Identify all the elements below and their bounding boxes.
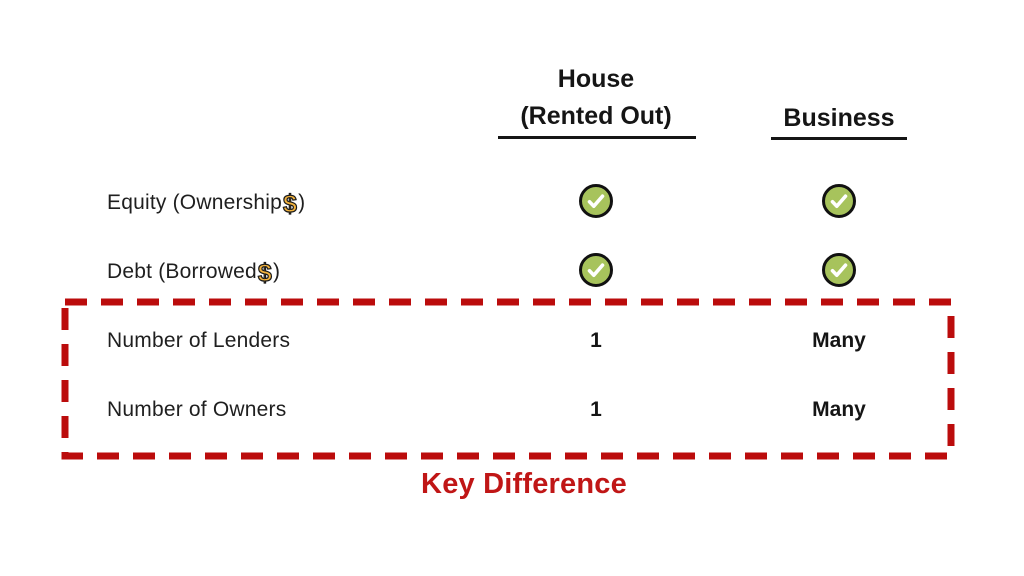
table-row-owners: Number of Owners 1 Many: [0, 392, 1024, 428]
row-label-owners: Number of Owners: [107, 398, 287, 421]
cell-debt-house: [496, 253, 696, 290]
table-row-debt: Debt (Borrowed$): [0, 253, 1024, 290]
column-header-house-line1: House: [557, 65, 635, 93]
cell-equity-business: [769, 184, 909, 221]
column-header-house: House (Rented Out): [486, 61, 706, 135]
key-difference-caption: Key Difference: [421, 468, 627, 500]
cell-lenders-business: Many: [812, 329, 866, 352]
business-header-underline: [771, 137, 907, 140]
row-label-equity: Equity (Ownership$): [107, 185, 305, 221]
dollar-icon: $: [282, 189, 298, 218]
row-label-equity-text: Equity (Ownership: [107, 191, 282, 214]
cell-owners-house: 1: [590, 398, 602, 421]
cell-equity-house: [496, 184, 696, 221]
cell-owners-business: Many: [812, 398, 866, 421]
row-label-debt: Debt (Borrowed$): [107, 254, 280, 290]
row-label-lenders: Number of Lenders: [107, 329, 291, 352]
cell-lenders-house: 1: [590, 329, 602, 352]
check-icon: [822, 253, 856, 288]
house-header-underline: [498, 136, 696, 139]
check-icon: [822, 184, 856, 219]
column-header-business: Business: [764, 100, 914, 137]
table-row-equity: Equity (Ownership$): [0, 184, 1024, 221]
cell-debt-business: [769, 253, 909, 290]
table-row-lenders: Number of Lenders 1 Many: [0, 323, 1024, 359]
column-header-business-label: Business: [783, 104, 895, 132]
row-label-debt-close: ): [272, 260, 281, 283]
row-label-equity-close: ): [298, 191, 306, 214]
key-difference-highlight-box: [61, 298, 955, 460]
check-icon: [579, 253, 613, 288]
dollar-icon: $: [257, 258, 272, 287]
row-label-debt-text: Debt (Borrowed: [107, 260, 257, 283]
check-icon: [579, 184, 613, 219]
column-header-house-line2: (Rented Out): [520, 102, 672, 130]
